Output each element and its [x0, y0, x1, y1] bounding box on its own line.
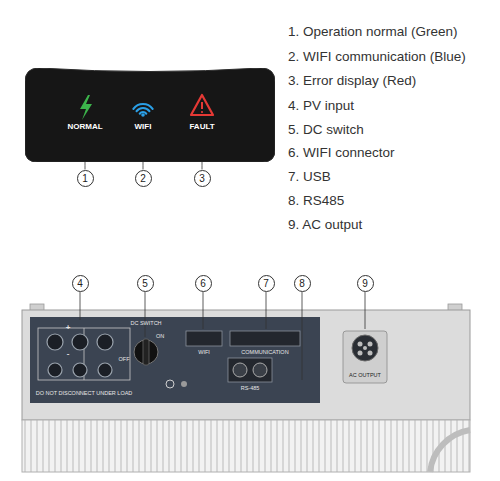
callout-number: 4	[72, 275, 89, 292]
dc-switch-knob	[134, 339, 158, 365]
callout-number: 9	[357, 275, 374, 292]
switch-off-label: OFF	[119, 356, 130, 362]
callout-number: 7	[258, 275, 275, 292]
warning-mark	[201, 102, 203, 109]
wifi-dot	[141, 113, 145, 117]
rs485-glands	[228, 358, 272, 382]
warning-icon	[191, 95, 213, 115]
leader-line	[202, 162, 203, 170]
wifi-icon	[133, 104, 152, 114]
callout-number: 9	[362, 278, 368, 289]
communication-port-cover	[230, 331, 300, 346]
legend-item: 7. USB	[288, 170, 331, 185]
wifi-port-cover	[186, 331, 222, 346]
bottom-plate	[22, 310, 470, 420]
legend-item: 3. Error display (Red)	[288, 74, 416, 89]
lightning-icon	[80, 95, 92, 120]
heat-sink-curve	[430, 430, 470, 472]
port-panel	[30, 317, 320, 403]
callout-number: 6	[200, 278, 206, 289]
callout-number: 4	[77, 278, 83, 289]
legend-item: 6. WIFI connector	[288, 146, 395, 161]
panel-shape	[25, 68, 275, 162]
port-label: RS-485	[241, 385, 260, 391]
warning-dot	[201, 111, 203, 113]
callout-number: 1	[82, 173, 88, 184]
pv-connectors	[38, 328, 130, 380]
ac-output-connector	[343, 331, 387, 383]
callout-number: 2	[140, 173, 146, 184]
heat-sink	[22, 420, 470, 472]
legend-item: 9. AC output	[288, 218, 362, 233]
legend-item: 4. PV input	[288, 99, 354, 114]
callout-number: 1	[77, 170, 94, 187]
switch-on-label: ON	[156, 333, 164, 339]
switch-label: DC SWITCH	[130, 320, 161, 326]
port-label: COMMUNICATION	[241, 349, 288, 355]
indicator-label: FAULT	[189, 123, 214, 132]
callout-number: 3	[194, 170, 211, 187]
ground-symbol	[166, 380, 174, 388]
indicator-panel: NORMAL WIFI FAULT	[25, 68, 275, 162]
leader-line	[143, 162, 144, 170]
callout-number: 5	[142, 278, 148, 289]
screw	[181, 381, 187, 387]
leader-lines	[80, 292, 365, 380]
callout-number: 6	[195, 275, 212, 292]
polarity-mark: -	[67, 350, 70, 359]
polarity-mark: +	[66, 324, 71, 333]
port-label: WIFI	[198, 349, 210, 355]
callout-number: 5	[137, 275, 154, 292]
port-label: AC OUTPUT	[349, 372, 381, 378]
indicator-label: WIFI	[135, 123, 152, 132]
legend-item: 2. WIFI communication (Blue)	[288, 50, 466, 65]
callout-number: 3	[199, 173, 205, 184]
legend-item: 5. DC switch	[288, 123, 364, 138]
warning-label: DO NOT DISCONNECT UNDER LOAD	[36, 390, 133, 396]
callout-number: 8	[294, 275, 311, 292]
panel-outline	[25, 68, 275, 162]
callout-number: 7	[263, 278, 269, 289]
callout-number: 8	[299, 278, 305, 289]
legend-item: 1. Operation normal (Green)	[288, 25, 458, 40]
indicator-label: NORMAL	[67, 123, 102, 132]
callout-number: 2	[135, 170, 152, 187]
leader-line	[85, 162, 86, 170]
legend-item: 8. RS485	[288, 194, 344, 209]
